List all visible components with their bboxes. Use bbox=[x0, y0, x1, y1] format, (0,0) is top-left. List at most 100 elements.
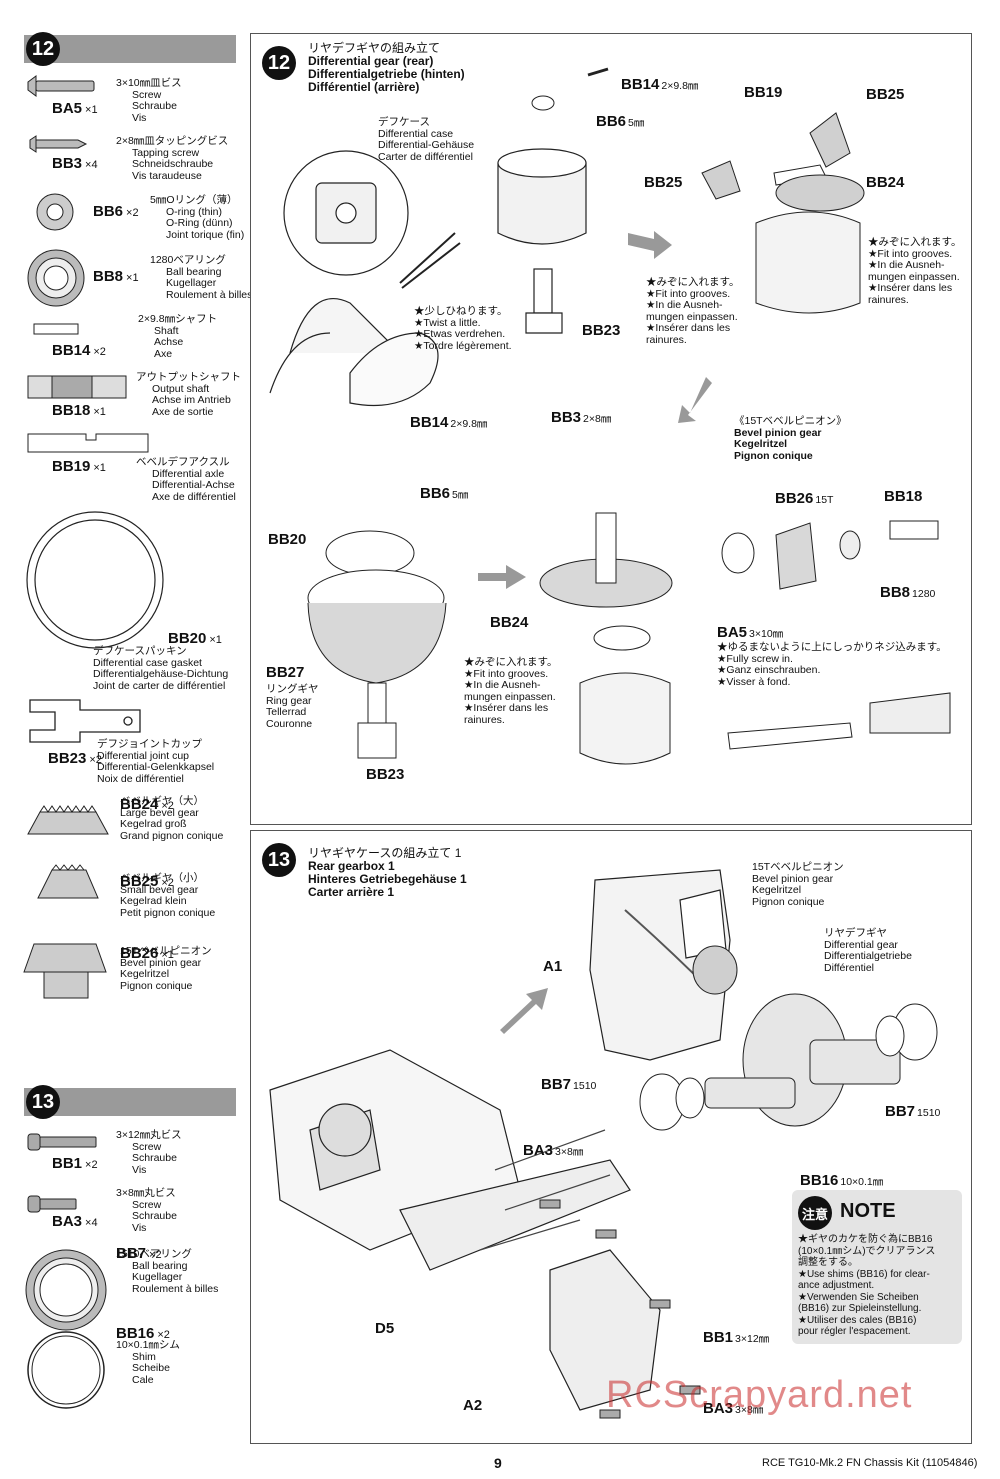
case-label-en: Differential case bbox=[378, 127, 454, 140]
part-code-text: BB24 bbox=[120, 796, 159, 813]
grooves-c-2: ★In die Ausneh- bbox=[464, 679, 541, 691]
screw-note-en: ★Fully screw in. bbox=[717, 652, 793, 665]
label-bb1-size: 3×12㎜ bbox=[735, 1333, 770, 1345]
case-label: デフケース Differential case Differential-Geh… bbox=[378, 116, 475, 163]
part-description-line: Kegelrad klein bbox=[120, 895, 187, 907]
label-bb7-left-size: 1510 bbox=[573, 1080, 597, 1092]
label-bb23-top: BB23 bbox=[582, 322, 621, 339]
part-code-text: BB19 bbox=[52, 458, 91, 475]
label-bb25-right: BB25 bbox=[866, 86, 905, 103]
o-ring-icon bbox=[36, 193, 74, 231]
step12-parts-number: 12 bbox=[26, 32, 60, 66]
step13-title-de: Hinteres Getriebegehäuse 1 bbox=[308, 872, 467, 886]
label-bb27: BB27 bbox=[266, 664, 305, 681]
label-bb26-code: BB26 bbox=[775, 490, 814, 507]
note-line-8: pour régler l'espacement. bbox=[798, 1326, 911, 1337]
label-ba3-bottom-size: 3×8㎜ bbox=[735, 1404, 764, 1416]
differential-case-drawing bbox=[497, 148, 587, 334]
label-ba3-top-size: 3×8㎜ bbox=[555, 1146, 584, 1158]
part-description-line: Differentialgehäuse-Dichtung bbox=[93, 668, 229, 680]
label-bb3-code: BB3 bbox=[551, 409, 582, 426]
part-code-text: BB16 bbox=[116, 1325, 155, 1342]
case-label-de: Differential-Gehäuse bbox=[378, 139, 475, 151]
part-qty: ×1 bbox=[93, 462, 106, 474]
part-description-line: デフジョイントカップ bbox=[97, 738, 202, 750]
part-description-line: 3×8㎜丸ビス bbox=[116, 1187, 176, 1199]
part-code: BB20×1 bbox=[168, 630, 222, 647]
part-description-line: 10×0.1㎜シム bbox=[116, 1339, 180, 1351]
screws bbox=[539, 1199, 701, 1419]
part-code-text: BB8 bbox=[93, 268, 124, 285]
part-qty: ×2 bbox=[157, 1329, 170, 1341]
part-description-line: Screw bbox=[132, 1198, 162, 1211]
twist-note-en: ★Twist a little. bbox=[414, 316, 481, 329]
part-description-line: Joint torique (fin) bbox=[166, 228, 245, 241]
part-description-line: Differential axle bbox=[152, 467, 225, 480]
note-line-5: ★Verwenden Sie Scheiben bbox=[798, 1291, 919, 1303]
part-code: BB25×2 bbox=[120, 873, 174, 890]
part-code: BB23×2 bbox=[48, 750, 102, 767]
pinion13-de: Kegelritzel bbox=[752, 884, 802, 896]
part-qty: ×1 bbox=[93, 406, 106, 418]
part-description-line: デフケースパッキン bbox=[93, 645, 187, 657]
part-description-line: Schraube bbox=[132, 1210, 177, 1222]
part-code-text: BB25 bbox=[120, 873, 159, 890]
part-description-line: Vis bbox=[132, 111, 147, 124]
part-description-line: Pignon conique bbox=[120, 979, 193, 992]
grooves-a-1: ★Fit into grooves. bbox=[646, 287, 731, 300]
part-description-line: Kugellager bbox=[166, 277, 217, 289]
part-description-line: 2×9.8㎜シャフト bbox=[138, 313, 218, 325]
part-code: BA3×4 bbox=[52, 1213, 98, 1230]
part-qty: ×1 bbox=[161, 949, 174, 961]
part-qty: ×1 bbox=[209, 634, 222, 646]
part-qty: ×2 bbox=[89, 754, 102, 766]
case-label-fr: Carter de différentiel bbox=[378, 150, 473, 163]
pinion-label: 《15Tベベルピニオン》 Bevel pinion gear Kegelritz… bbox=[734, 415, 847, 462]
grooves-b-1: ★Fit into grooves. bbox=[868, 247, 953, 260]
note-line-7: ★Utiliser des cales (BB16) bbox=[798, 1314, 917, 1326]
step12-title-jp: リヤデフギヤの組み立て bbox=[308, 41, 441, 55]
shaft-icon bbox=[33, 323, 79, 335]
part-qty: ×2 bbox=[161, 877, 174, 889]
pinion13-fr: Pignon conique bbox=[752, 895, 825, 908]
part-description-line: ベベルギヤ（小） bbox=[120, 872, 204, 884]
grooves-a-2: ★In die Ausneh- bbox=[646, 299, 723, 311]
label-bb8-code: BB8 bbox=[880, 584, 911, 601]
note-title: NOTE bbox=[840, 1200, 896, 1222]
part-description-line: Schneidschraube bbox=[132, 158, 214, 170]
part-description-line: Axe bbox=[154, 347, 173, 360]
note-line-0: ★ギヤのカケを防ぐ為にBB16 bbox=[798, 1234, 933, 1245]
label-bb18: BB18 bbox=[884, 488, 923, 505]
label-ba5-code: BA5 bbox=[717, 624, 748, 641]
part-description-line: Schraube bbox=[132, 1152, 177, 1164]
note-line-6: (BB16) zur Spieleinstellung. bbox=[798, 1303, 922, 1314]
part-code: BB1×2 bbox=[52, 1155, 98, 1172]
part-qty: ×1 bbox=[85, 104, 98, 116]
step12-title-de: Differentialgetriebe (hinten) bbox=[308, 67, 465, 81]
label-bb24-mid: BB24 bbox=[490, 614, 529, 631]
bevel-gears-drawing bbox=[701, 112, 865, 314]
label-bb14-mid-size: 2×9.8㎜ bbox=[450, 418, 488, 430]
grooves-note-b: ★みぞに入れます。 ★Fit into grooves. ★In die Aus… bbox=[868, 236, 961, 306]
part-description-line: 3×12㎜丸ビス bbox=[116, 1129, 182, 1141]
ring-gear-case-drawing bbox=[539, 512, 673, 765]
part-code-text: BB14 bbox=[52, 342, 91, 359]
part-qty: ×2 bbox=[149, 1249, 162, 1261]
label-bb26-size: 15T bbox=[815, 494, 834, 506]
part-code: BB24×2 bbox=[120, 796, 174, 813]
part-description-line: Tapping screw bbox=[132, 146, 200, 159]
big-arrow bbox=[500, 988, 548, 1034]
part-description-line: Kegelrad groß bbox=[120, 818, 187, 830]
part-description-line: Vis bbox=[132, 1221, 147, 1234]
grooves-b-2: ★In die Ausneh- bbox=[868, 259, 945, 271]
